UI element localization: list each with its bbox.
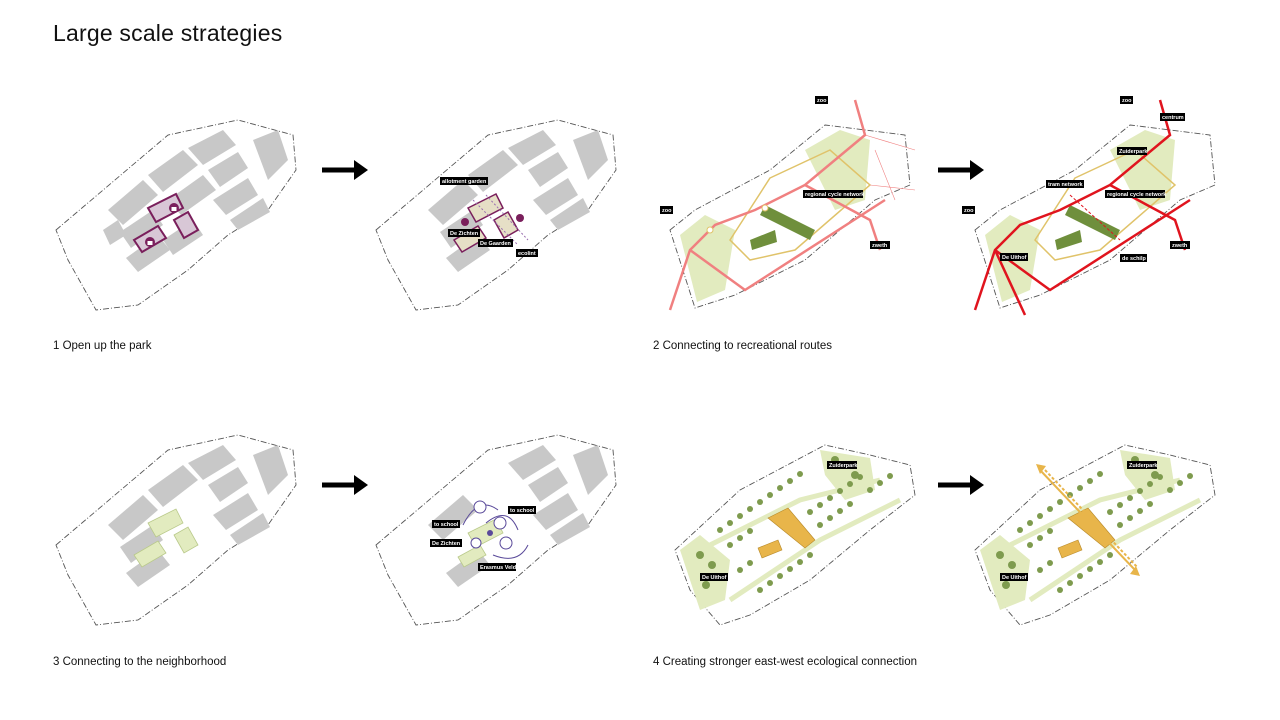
svg-text:De Zichten: De Zichten (432, 541, 461, 547)
caption-strategy-3: 3 Connecting to the neighborhood (53, 656, 227, 668)
svg-text:de schilp: de schilp (1122, 256, 1146, 262)
arrow-right-icon (322, 475, 368, 495)
svg-text:regional cycle network: regional cycle network (805, 192, 865, 198)
lock-icon (145, 203, 179, 247)
caption-strategy-2: 2 Connecting to recreational routes (653, 340, 832, 352)
panel-3-base-map (55, 434, 297, 626)
label-zoo-left: zoo (660, 206, 673, 214)
svg-text:zoo: zoo (1122, 98, 1132, 104)
lock-icon (461, 218, 469, 226)
label-zuiderpark: Zuiderpark (827, 461, 858, 469)
label-zoo-top: zoo (1120, 96, 1133, 104)
label-erasmus-veld: Erasmus Veld (478, 563, 516, 571)
label-de-uithof: De Uithof (1000, 573, 1028, 581)
svg-text:Zuiderpark: Zuiderpark (1119, 149, 1148, 155)
svg-text:zweth: zweth (872, 243, 888, 249)
label-allotment-garden: allotment garden (440, 177, 488, 185)
panel-1-base-map (55, 119, 297, 311)
ecological-corridor (1039, 469, 1139, 571)
panel-2-result-map: zoo centrum Zuiderpark tram network regi… (962, 96, 1216, 316)
label-to-school-left: to school (432, 520, 460, 528)
label-regional-cycle-network: regional cycle network (803, 190, 865, 198)
label-to-school-right: to school (508, 506, 536, 514)
corridor-arrow-icon (1036, 464, 1140, 576)
arrow-right-icon (938, 475, 984, 495)
label-zweth: zweth (870, 241, 890, 249)
label-zoo-left: zoo (962, 206, 975, 214)
svg-text:allotment garden: allotment garden (442, 179, 487, 185)
svg-text:De Gaarden: De Gaarden (480, 241, 512, 247)
panel-2-base-map: zoo zoo regional cycle network zweth (660, 96, 916, 311)
svg-text:De Uithof: De Uithof (702, 575, 727, 581)
svg-text:De Uithof: De Uithof (1002, 255, 1027, 261)
svg-text:Zuiderpark: Zuiderpark (1129, 463, 1158, 469)
svg-text:to school: to school (434, 522, 459, 528)
label-de-zichten: De Zichten (448, 229, 480, 237)
label-ecolint: ecolint (516, 249, 538, 257)
svg-text:De Uithof: De Uithof (1002, 575, 1027, 581)
label-tram-network: tram network (1046, 180, 1084, 188)
svg-text:zoo: zoo (964, 208, 974, 214)
caption-strategy-4: 4 Creating stronger east-west ecological… (653, 656, 918, 668)
school-icon (470, 500, 513, 550)
tree-rows (696, 456, 893, 593)
neighborhood-parcels (133, 508, 199, 568)
label-zoo-top: zoo (815, 96, 828, 104)
arrow-right-icon (322, 160, 368, 180)
svg-text:zweth: zweth (1172, 243, 1188, 249)
label-de-uithof: De Uithof (1000, 253, 1028, 261)
panel-3-result-map: to school to school De Zichten Erasmus V… (375, 434, 617, 626)
svg-text:ecolint: ecolint (518, 251, 536, 257)
label-de-uithof: De Uithof (700, 573, 728, 581)
svg-text:centrum: centrum (1162, 115, 1184, 121)
svg-text:tram network: tram network (1048, 182, 1083, 188)
label-zweth: zweth (1170, 241, 1190, 249)
label-de-schilp: de schilp (1120, 254, 1147, 262)
park-outline (55, 119, 297, 311)
svg-text:regional cycle network: regional cycle network (1107, 192, 1167, 198)
panel-4-result-map: Zuiderpark De Uithof (974, 444, 1216, 626)
arrow-right-icon (938, 160, 984, 180)
open-up-parcels (132, 192, 200, 254)
svg-text:zoo: zoo (662, 208, 672, 214)
svg-text:to school: to school (510, 508, 535, 514)
svg-text:Erasmus Veld: Erasmus Veld (480, 565, 516, 571)
page-title: Large scale strategies (53, 20, 283, 46)
panel-1-result-map: allotment garden De Zichten De Gaarden e… (375, 119, 617, 311)
city-blocks (103, 130, 288, 272)
label-de-zichten: De Zichten (430, 539, 462, 547)
label-de-gaarden: De Gaarden (478, 239, 513, 247)
lock-icon (516, 214, 524, 222)
svg-text:Zuiderpark: Zuiderpark (829, 463, 858, 469)
label-centrum: centrum (1160, 113, 1185, 121)
caption-strategy-1: 1 Open up the park (53, 340, 152, 352)
svg-text:zoo: zoo (817, 98, 827, 104)
label-regional-cycle-network: regional cycle network (1105, 190, 1167, 198)
label-zuiderpark: Zuiderpark (1127, 461, 1158, 469)
svg-text:De Zichten: De Zichten (450, 231, 479, 237)
panel-4-base-map: Zuiderpark De Uithof (674, 444, 916, 626)
label-zuiderpark: Zuiderpark (1117, 147, 1148, 155)
